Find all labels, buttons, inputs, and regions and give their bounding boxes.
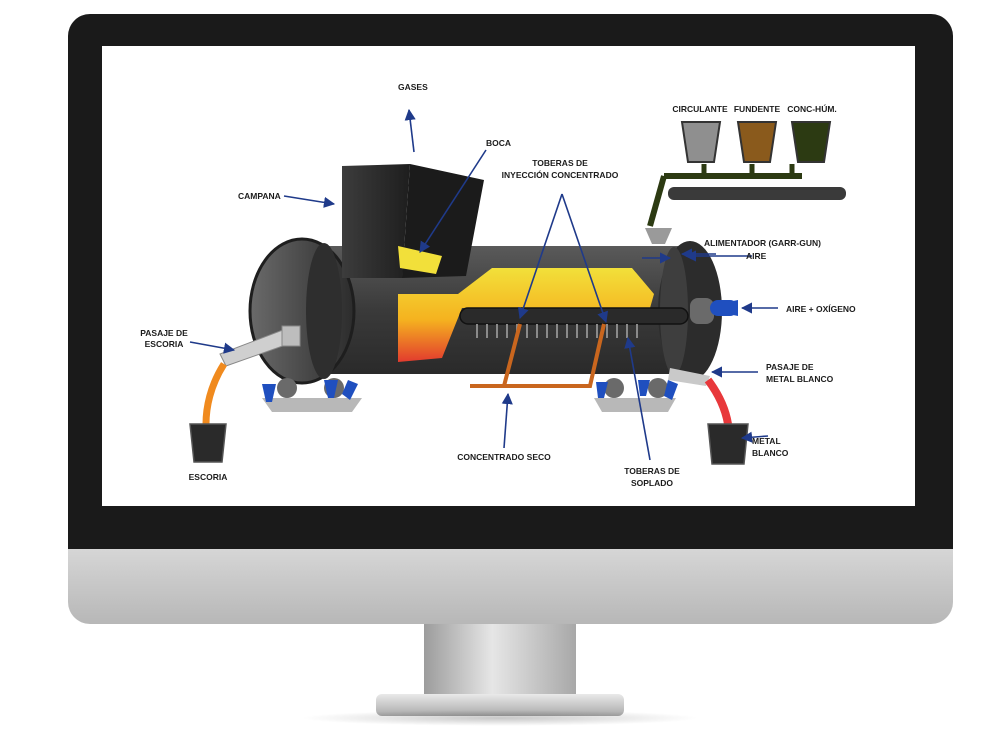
- tuyere-pipe: [459, 307, 689, 338]
- bucket-conc-hum: [790, 121, 832, 163]
- aire-oxigeno-inlet: [710, 300, 738, 316]
- label-alimentador: ALIMENTADOR (GARR-GUN): [704, 238, 821, 248]
- label-metal-blanco-2: BLANCO: [752, 448, 789, 458]
- converter-diagram: GASES BOCA TOBERAS DE INYECCIÓN CONCENTR…: [140, 82, 856, 488]
- monitor-chin: [68, 549, 953, 624]
- label-circulante: CIRCULANTE: [672, 104, 728, 114]
- label-toberas-iny-2: INYECCIÓN CONCENTRADO: [502, 169, 619, 180]
- label-concentrado-seco: CONCENTRADO SECO: [457, 452, 551, 462]
- bucket-circulante: [680, 121, 722, 163]
- campana-hood: [342, 164, 484, 278]
- label-campana: CAMPANA: [238, 191, 281, 201]
- label-aire: AIRE: [746, 251, 767, 261]
- monitor-stand-base: [376, 694, 624, 716]
- monitor-screen: GASES BOCA TOBERAS DE INYECCIÓN CONCENTR…: [102, 46, 915, 506]
- diagram-labels: GASES BOCA TOBERAS DE INYECCIÓN CONCENTR…: [140, 82, 856, 488]
- label-pasaje-escoria-1: PASAJE DE: [140, 328, 188, 338]
- support-right: [594, 378, 676, 412]
- label-conc-hum: CONC-HÚM.: [787, 103, 837, 114]
- label-gases: GASES: [398, 82, 428, 92]
- metal-blanco-pour: [668, 368, 749, 465]
- concentrado-seco-pipe: [470, 323, 606, 388]
- label-fundente: FUNDENTE: [734, 104, 781, 114]
- molten-bath: [398, 268, 654, 362]
- monitor-stand-neck: [424, 624, 576, 696]
- label-pasaje-metal-1: PASAJE DE: [766, 362, 814, 372]
- bucket-fundente: [736, 121, 778, 163]
- label-boca: BOCA: [486, 138, 511, 148]
- label-pasaje-escoria-2: ESCORIA: [145, 339, 184, 349]
- label-toberas-sop-1: TOBERAS DE: [624, 466, 680, 476]
- monitor-shadow: [300, 710, 700, 726]
- callout-arrows: [189, 108, 778, 461]
- label-toberas-iny-1: TOBERAS DE: [532, 158, 588, 168]
- label-toberas-sop-2: SOPLADO: [631, 478, 673, 488]
- label-escoria: ESCORIA: [189, 472, 228, 482]
- label-aire-oxigeno: AIRE + OXÍGENO: [786, 304, 856, 314]
- slag-spout: [189, 325, 301, 463]
- label-pasaje-metal-2: METAL BLANCO: [766, 374, 834, 384]
- label-metal-blanco-1: METAL: [752, 436, 781, 446]
- feed-conveyor: [645, 164, 846, 244]
